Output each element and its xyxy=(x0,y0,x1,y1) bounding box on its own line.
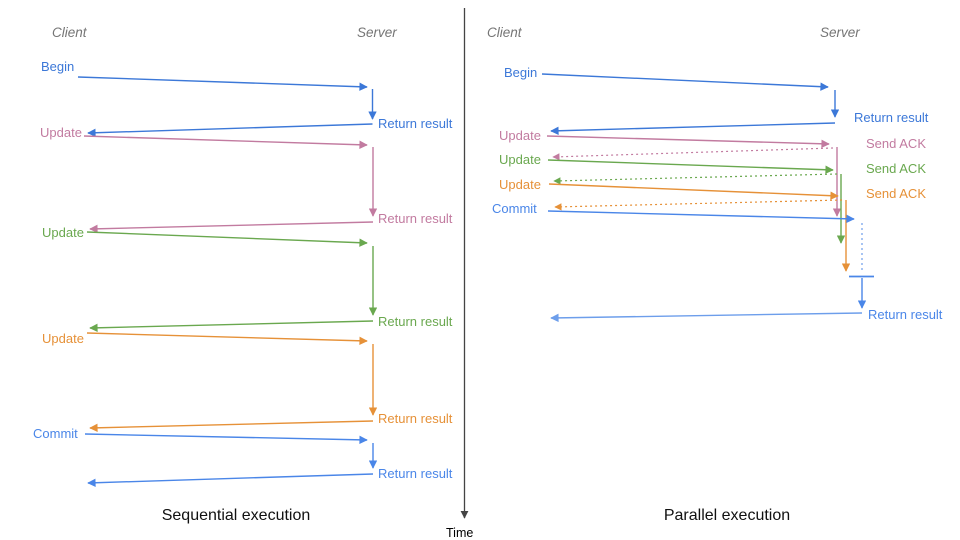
result-label: Send ACK xyxy=(866,161,926,176)
server-header: Server xyxy=(820,25,860,40)
par-step-begin: Begin Return result xyxy=(504,65,929,135)
response-arrow xyxy=(89,320,374,333)
request-arrow xyxy=(84,433,368,445)
message-label: Update xyxy=(40,125,82,140)
par-step-update2: Update Send ACK xyxy=(499,152,926,244)
message-label: Begin xyxy=(504,65,537,80)
request-arrow xyxy=(546,135,830,148)
seq-step-update2: Update Return result xyxy=(42,225,453,333)
response-arrow xyxy=(550,312,863,323)
ack-arrow xyxy=(554,199,843,211)
message-label: Update xyxy=(42,331,84,346)
request-arrow xyxy=(547,210,855,224)
result-label: Return result xyxy=(854,110,929,125)
time-axis: Time xyxy=(446,8,473,540)
seq-step-commit: Commit Return result xyxy=(33,426,453,487)
ack-arrow xyxy=(553,173,838,185)
result-label: Send ACK xyxy=(866,186,926,201)
request-arrow xyxy=(541,73,829,91)
seq-step-begin: Begin Return result xyxy=(41,59,453,137)
request-arrow xyxy=(83,135,368,149)
response-arrow xyxy=(87,473,374,487)
parallel-panel: Client Server Begin Return result Update… xyxy=(487,25,943,524)
time-axis-label: Time xyxy=(446,526,473,540)
response-arrow xyxy=(87,123,373,137)
par-step-commit: Commit Return result xyxy=(492,201,943,323)
message-label: Begin xyxy=(41,59,74,74)
message-label: Update xyxy=(42,225,84,240)
request-arrow xyxy=(77,76,368,91)
seq-step-update1: Update Return result xyxy=(40,125,453,234)
response-arrow xyxy=(89,420,374,433)
sequential-panel: Client Server Begin Return result Update… xyxy=(33,25,453,524)
client-header: Client xyxy=(487,25,523,40)
ack-arrow xyxy=(552,147,834,161)
message-label: Commit xyxy=(33,426,78,441)
result-label: Return result xyxy=(378,466,453,481)
panel-title: Parallel execution xyxy=(664,507,790,524)
request-arrow xyxy=(547,159,834,174)
request-arrow xyxy=(548,183,839,200)
result-label: Return result xyxy=(378,116,453,131)
result-label: Return result xyxy=(378,211,453,226)
message-label: Commit xyxy=(492,201,537,216)
result-label: Send ACK xyxy=(866,136,926,151)
message-label: Update xyxy=(499,128,541,143)
result-label: Return result xyxy=(868,307,943,322)
message-label: Update xyxy=(499,152,541,167)
par-step-update1: Update Send ACK xyxy=(499,128,926,217)
message-label: Update xyxy=(499,177,541,192)
server-header: Server xyxy=(357,25,397,40)
par-step-update3: Update Send ACK xyxy=(499,177,926,272)
seq-step-update3: Update Return result xyxy=(42,331,453,433)
client-header: Client xyxy=(52,25,88,40)
result-label: Return result xyxy=(378,411,453,426)
result-label: Return result xyxy=(378,314,453,329)
panel-title: Sequential execution xyxy=(162,507,311,524)
response-arrow xyxy=(89,221,374,234)
response-arrow xyxy=(550,122,836,135)
request-arrow xyxy=(86,231,368,247)
request-arrow xyxy=(86,332,368,345)
